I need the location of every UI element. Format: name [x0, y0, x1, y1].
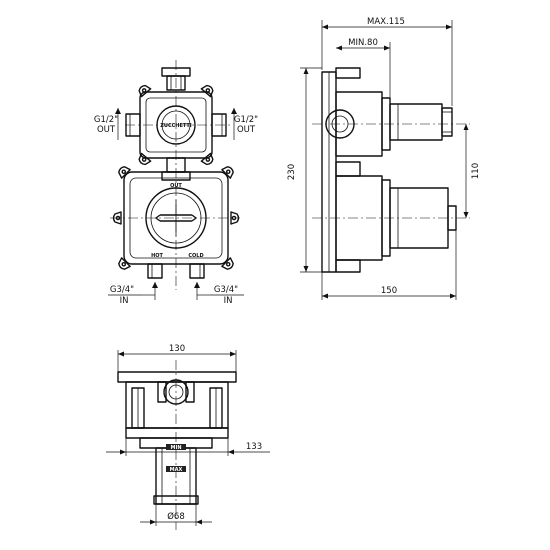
dim-max-depth: MAX.115: [321, 17, 453, 106]
dim-bottom-width: 130: [117, 344, 237, 372]
dim-min-depth: MIN.80: [336, 38, 391, 100]
dim-bottom-depth: 133: [106, 438, 270, 456]
lower-module-port-labels: OUT HOT COLD: [151, 183, 204, 259]
svg-text:COLD: COLD: [188, 253, 203, 259]
dim-bottom-diameter: Ø68: [140, 504, 212, 526]
svg-text:150: 150: [381, 286, 397, 296]
svg-text:110: 110: [471, 163, 481, 179]
svg-text:G3/4": G3/4": [110, 285, 134, 295]
dim-height: 230: [287, 67, 322, 273]
bottom-view-body: MIN MAX: [117, 360, 237, 530]
outlet-arrows: [115, 108, 237, 140]
svg-text:G1/2": G1/2": [234, 115, 258, 125]
svg-text:Ø68: Ø68: [167, 511, 185, 522]
svg-text:IN: IN: [120, 296, 129, 306]
svg-text:OUT: OUT: [170, 183, 182, 189]
svg-text:MIN.80: MIN.80: [348, 38, 378, 48]
svg-text:230: 230: [287, 164, 297, 180]
front-view-upper-module: ZUCCHETTI: [125, 60, 230, 290]
svg-text:OUT: OUT: [237, 125, 256, 135]
svg-text:IN: IN: [224, 296, 233, 306]
outlet-right-label: G1/2" OUT: [234, 115, 258, 135]
inlet-labels: G3/4" IN G3/4" IN: [108, 282, 244, 306]
outlet-left-label: G1/2" OUT: [94, 115, 118, 135]
svg-text:MAX.115: MAX.115: [367, 17, 405, 27]
svg-text:G3/4": G3/4": [214, 285, 238, 295]
front-view-lower-module: [110, 163, 240, 279]
svg-text:MAX: MAX: [170, 467, 183, 473]
svg-text:133: 133: [246, 442, 262, 452]
svg-text:130: 130: [169, 344, 185, 354]
side-view-body: [312, 67, 470, 273]
svg-text:ZUCCHETTI: ZUCCHETTI: [160, 123, 192, 129]
dim-overall-depth: 150: [321, 230, 457, 300]
dim-inlet-spacing: 110: [463, 124, 481, 218]
svg-text:MIN: MIN: [170, 445, 181, 451]
svg-text:G1/2": G1/2": [94, 115, 118, 125]
svg-text:HOT: HOT: [151, 253, 163, 259]
svg-text:OUT: OUT: [97, 125, 116, 135]
